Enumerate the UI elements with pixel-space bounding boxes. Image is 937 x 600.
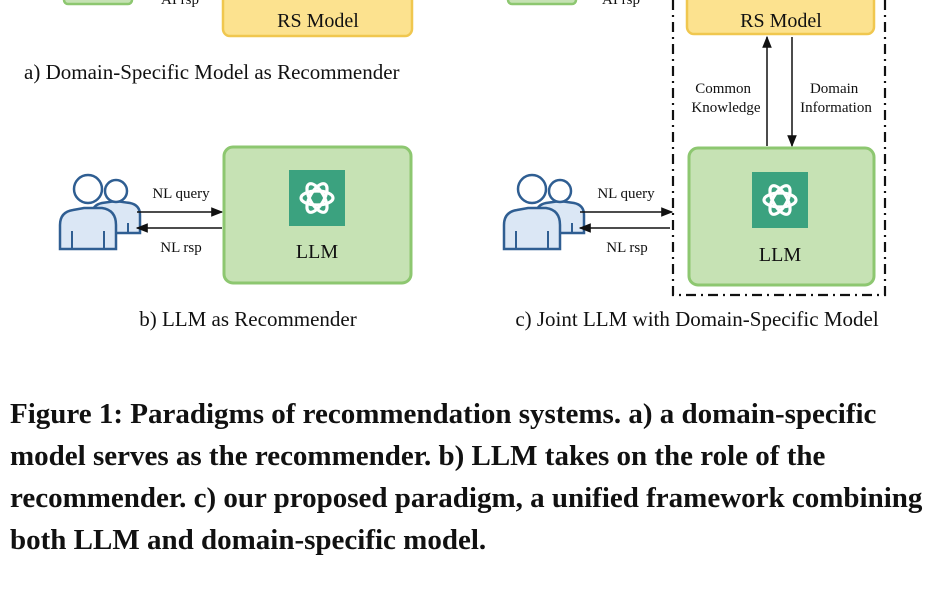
panel-c-partial-label: AI rsp xyxy=(602,0,640,8)
panel-a-rs-model-label: RS Model xyxy=(277,10,359,32)
nl-query-label: NL query xyxy=(597,186,655,202)
panel-c-rs-model-box xyxy=(685,0,876,36)
panel-c-partial-green-box xyxy=(506,0,578,6)
panel-a-partial-label: AI rsp xyxy=(161,0,199,8)
openai-logo-icon xyxy=(287,168,347,228)
panel-c-caption: c) Joint LLM with Domain-Specific Model xyxy=(515,307,879,331)
panel-b-llm-label: LLM xyxy=(296,241,338,263)
panel-c-rs-model-label: RS Model xyxy=(740,10,822,32)
nl-query-label: NL query xyxy=(152,186,210,202)
common-knowledge-label: Common Knowledge xyxy=(691,81,760,116)
user-icon xyxy=(502,173,586,251)
panel-c-llm-label: LLM xyxy=(759,244,801,266)
panel-c: AI rsp RS Model Common Knowledge Domain … xyxy=(502,0,887,331)
panel-a-partial-green-box xyxy=(62,0,134,6)
panel-b: NL query NL rsp LLM b) LLM as Recommende… xyxy=(58,145,413,331)
user-icon xyxy=(58,173,142,251)
domain-information-label: Domain Information xyxy=(800,81,872,116)
joint-model-dashed-boundary xyxy=(671,0,887,297)
nl-rsp-label: NL rsp xyxy=(606,240,648,256)
panel-a-rs-model-box xyxy=(221,0,414,38)
openai-logo-icon xyxy=(750,170,810,230)
nl-rsp-label: NL rsp xyxy=(160,240,202,256)
panel-b-caption: b) LLM as Recommender xyxy=(139,307,357,331)
panel-a: AI rsp RS Model a) Domain-Specific Model… xyxy=(24,0,414,84)
recommender-paradigms-diagram: AI rsp RS Model a) Domain-Specific Model… xyxy=(24,0,887,331)
figure-caption: Figure 1: Paradigms of recommendation sy… xyxy=(10,398,923,556)
panel-a-caption: a) Domain-Specific Model as Recommender xyxy=(24,60,400,84)
